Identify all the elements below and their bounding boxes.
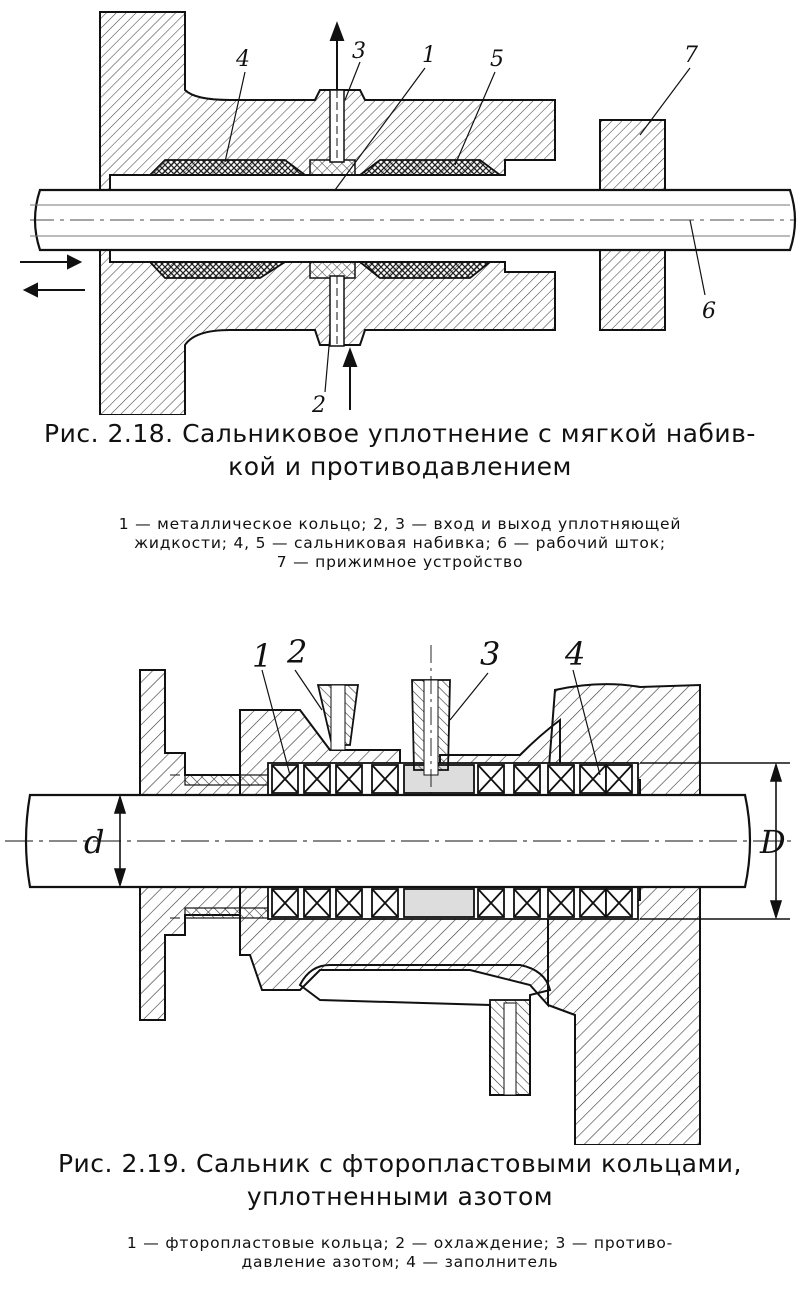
- label-d: d: [84, 823, 104, 861]
- figure-2-18-drawing: 4 3 1 5 7 6 2: [20, 11, 797, 415]
- housing-upper: [99, 11, 556, 191]
- label-2: 2: [311, 393, 326, 415]
- figure-2-19-caption: Рис. 2.19. Сальник с фторопластовыми кол…: [0, 1147, 800, 1213]
- packing-ring-cross: [547, 888, 575, 918]
- label-3: 3: [480, 635, 500, 673]
- packing-ring-cross: [605, 888, 633, 918]
- packing-ring-cross: [477, 764, 505, 794]
- packing-ring-cross: [303, 888, 331, 918]
- legend-line: 1 — фторопластовые кольца; 2 — охлаждени…: [126, 1234, 674, 1252]
- figure-2-18-legend: 1 — металлическое кольцо; 2, 3 — вход и …: [0, 515, 800, 572]
- flow-arrow-in: [342, 347, 358, 410]
- label-D: D: [759, 823, 786, 861]
- legend-line: 1 — металлическое кольцо; 2, 3 — вход и …: [118, 515, 682, 533]
- label-1: 1: [252, 637, 272, 675]
- fluoroplastic-rings-upper: [267, 762, 639, 796]
- legend-line: жидкости; 4, 5 — сальниковая набивка; 6 …: [134, 534, 666, 552]
- pressing-device: [599, 119, 666, 191]
- lantern-ring: [403, 888, 475, 918]
- legend-line: 7 — прижимное устройство: [276, 553, 524, 571]
- legend-line: давление азотом; 4 — заполнитель: [241, 1253, 559, 1271]
- label-1: 1: [422, 43, 436, 68]
- label-7: 7: [684, 43, 698, 68]
- packing-4-lower: [147, 261, 289, 279]
- label-2: 2: [286, 633, 307, 671]
- packing-ring-cross: [579, 888, 607, 918]
- caption-line: уплотненными азотом: [246, 1182, 554, 1211]
- packing-ring-cross: [271, 888, 299, 918]
- flow-arrow-out: [329, 21, 345, 90]
- label-3: 3: [352, 39, 366, 64]
- dimension-D: [640, 762, 790, 920]
- figure-2-19-legend: 1 — фторопластовые кольца; 2 — охлаждени…: [0, 1234, 800, 1272]
- packing-5-upper: [357, 159, 503, 176]
- label-5: 5: [490, 47, 504, 72]
- label-6: 6: [702, 299, 716, 324]
- packing-4-upper: [147, 159, 308, 176]
- packing-ring-cross: [477, 888, 505, 918]
- packing-ring-cross: [303, 764, 331, 794]
- caption-line: кой и противодавлением: [228, 452, 572, 481]
- packing-ring-cross: [513, 888, 541, 918]
- packing-ring-cross: [605, 764, 633, 794]
- packing-ring-cross: [335, 888, 363, 918]
- caption-line: Рис. 2.18. Сальниковое уплотнение с мягк…: [44, 419, 756, 448]
- figure-2-19-drawing: 1 2 3 4 d D: [5, 633, 795, 1145]
- label-4: 4: [564, 635, 585, 673]
- packing-ring-cross: [579, 764, 607, 794]
- label-4: 4: [235, 47, 250, 72]
- channel-2: [329, 275, 345, 347]
- packing-ring-cross: [371, 764, 399, 794]
- packing-ring-cross: [271, 764, 299, 794]
- packing-ring-cross: [371, 888, 399, 918]
- housing-lower: [99, 249, 556, 415]
- packing-5-lower: [357, 261, 493, 279]
- shaft: [24, 793, 752, 889]
- dimension-d: [113, 794, 127, 888]
- packing-ring-cross: [547, 764, 575, 794]
- motion-arrows: [20, 254, 85, 298]
- packing-ring-cross: [335, 764, 363, 794]
- packing-ring-cross: [513, 764, 541, 794]
- figure-2-18-caption: Рис. 2.18. Сальниковое уплотнение с мягк…: [0, 417, 800, 483]
- caption-line: Рис. 2.19. Сальник с фторопластовыми кол…: [57, 1149, 742, 1178]
- fluoroplastic-rings-lower: [267, 886, 639, 920]
